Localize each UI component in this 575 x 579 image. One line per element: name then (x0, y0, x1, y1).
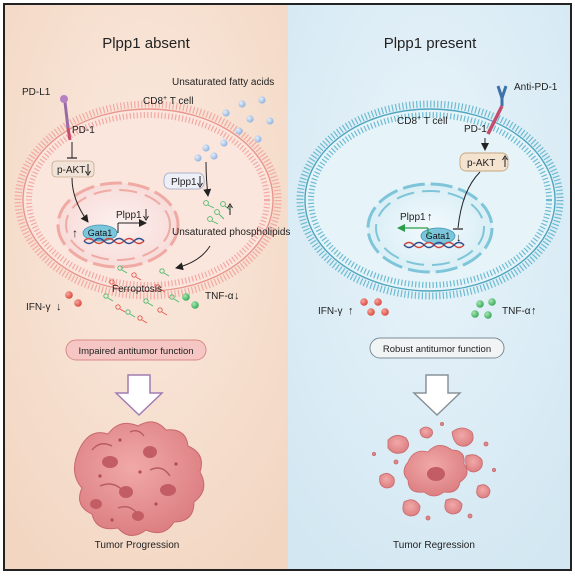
right-robust-pill (369, 337, 505, 359)
left-pdl1-label: PD-L1 (22, 87, 51, 98)
left-usp-label: Unsaturated phospholipids (172, 227, 290, 238)
right-membrane-outer (296, 100, 564, 300)
left-pakt-down-arrow-head (85, 170, 91, 176)
left-plpp1-box (163, 172, 205, 190)
right-gata1-down: ↓ (456, 232, 462, 244)
left-ferroptosis-label: Ferroptosis (112, 284, 162, 295)
right-title: Plpp1 present (384, 35, 477, 52)
right-pakt-up-head (502, 155, 508, 161)
right-ifn-up: ↑ (348, 305, 354, 317)
left-outcome-label: Tumor Progression (95, 540, 180, 551)
right-gata1-protein (420, 227, 456, 245)
right-antipd1-label: Anti-PD-1 (514, 82, 558, 93)
right-plpp1-gene-label: Plpp1 (400, 212, 426, 223)
right-tnf-up: ↑ (531, 305, 537, 317)
right-anti-pd1-antibody (486, 85, 508, 135)
left-title: Plpp1 absent (102, 35, 190, 52)
left-pakt-label: p-AKT (57, 165, 85, 176)
right-pakt-box (459, 152, 509, 172)
right-dna-helix (403, 241, 465, 249)
left-plpp1-box-label: Plpp1 (171, 177, 197, 188)
left-pill-label: Impaired antitumor function (78, 346, 193, 357)
left-gata1-updown: ↑ (72, 226, 78, 240)
left-ferroptosis-burst (103, 265, 180, 324)
right-gata1-label: Gata1 (426, 231, 451, 241)
left-membrane-inner (26, 112, 270, 288)
left-pdl1-receptor (60, 95, 72, 141)
right-pd1-label: PD-1 (464, 124, 487, 135)
left-phospholipid-up-head (227, 203, 233, 209)
left-gata1-label: Gata1 (88, 228, 113, 238)
right-tnf-dots (471, 298, 496, 319)
right-down-arrow (412, 374, 462, 417)
left-tnf-label: TNF-α (205, 291, 234, 302)
left-ufa-label: Unsaturated fatty acids (172, 77, 274, 88)
left-tnf-dots (182, 293, 199, 309)
right-tnf-label: TNF-α (502, 306, 531, 317)
right-cd8-label: CD8+ T cell (397, 115, 447, 127)
left-tumor-mass (74, 421, 205, 536)
left-plpp1-down-head (197, 182, 203, 188)
left-impaired-pill (65, 339, 207, 361)
left-fatty-acid-dots (194, 96, 274, 162)
left-ifn-label: IFN-γ (26, 302, 50, 313)
left-ifn-down: ↓ (56, 301, 62, 313)
figure-border (3, 3, 572, 571)
left-usp-to-ferroptosis-arrow (175, 245, 211, 271)
left-pakt-box (51, 160, 95, 178)
right-pakt-inhibit-line (457, 171, 481, 229)
left-plpp1-gene-label: Plpp1 (116, 210, 142, 221)
right-plpp1-gene-up: ↑ (427, 211, 433, 223)
right-pakt-label: p-AKT (467, 158, 495, 169)
right-ifn-label: IFN-γ (318, 306, 342, 317)
left-ifn-dots (65, 291, 82, 307)
right-ifn-dots (360, 298, 389, 316)
right-pill-label: Robust antitumor function (383, 344, 491, 355)
right-nucleus (366, 182, 494, 274)
left-ufa-to-plpp1-arrow (203, 161, 212, 197)
left-cd8-label: CD8+ T cell (143, 95, 193, 107)
left-gata1-protein (82, 224, 118, 242)
left-plpp1-gene-down-head (143, 215, 149, 221)
left-tnf-down: ↓ (234, 290, 240, 302)
left-phospholipid-cluster (203, 200, 231, 225)
right-membrane-inner (308, 112, 552, 288)
right-tumor-fragments (371, 421, 496, 521)
left-dna-helix (83, 237, 145, 245)
left-down-arrow (114, 374, 164, 417)
left-membrane-outer (14, 100, 282, 300)
right-outcome-label: Tumor Regression (393, 540, 475, 551)
left-pakt-to-gata1-arrow (71, 177, 89, 223)
left-pd1-label: PD-1 (72, 125, 95, 136)
